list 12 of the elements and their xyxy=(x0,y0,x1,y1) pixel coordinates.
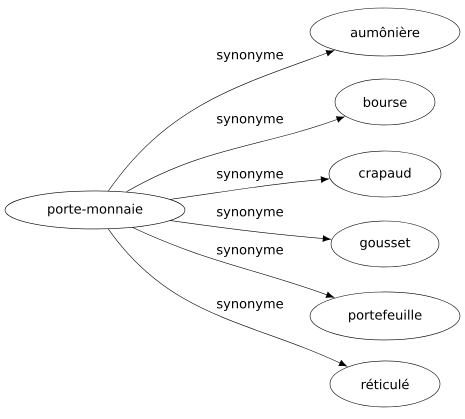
arrow xyxy=(126,116,345,192)
arrow xyxy=(170,176,330,200)
arrow xyxy=(170,220,331,242)
edge-label: synonyme xyxy=(215,51,285,63)
edge-label: synonyme xyxy=(215,208,285,220)
edge-label: synonyme xyxy=(215,115,285,127)
edge-label: synonyme xyxy=(215,300,285,312)
arrow xyxy=(108,228,348,366)
arrow xyxy=(108,50,334,192)
edge-label: synonyme xyxy=(215,246,285,258)
arrow xyxy=(132,227,334,298)
edge-label: synonyme xyxy=(215,170,285,182)
